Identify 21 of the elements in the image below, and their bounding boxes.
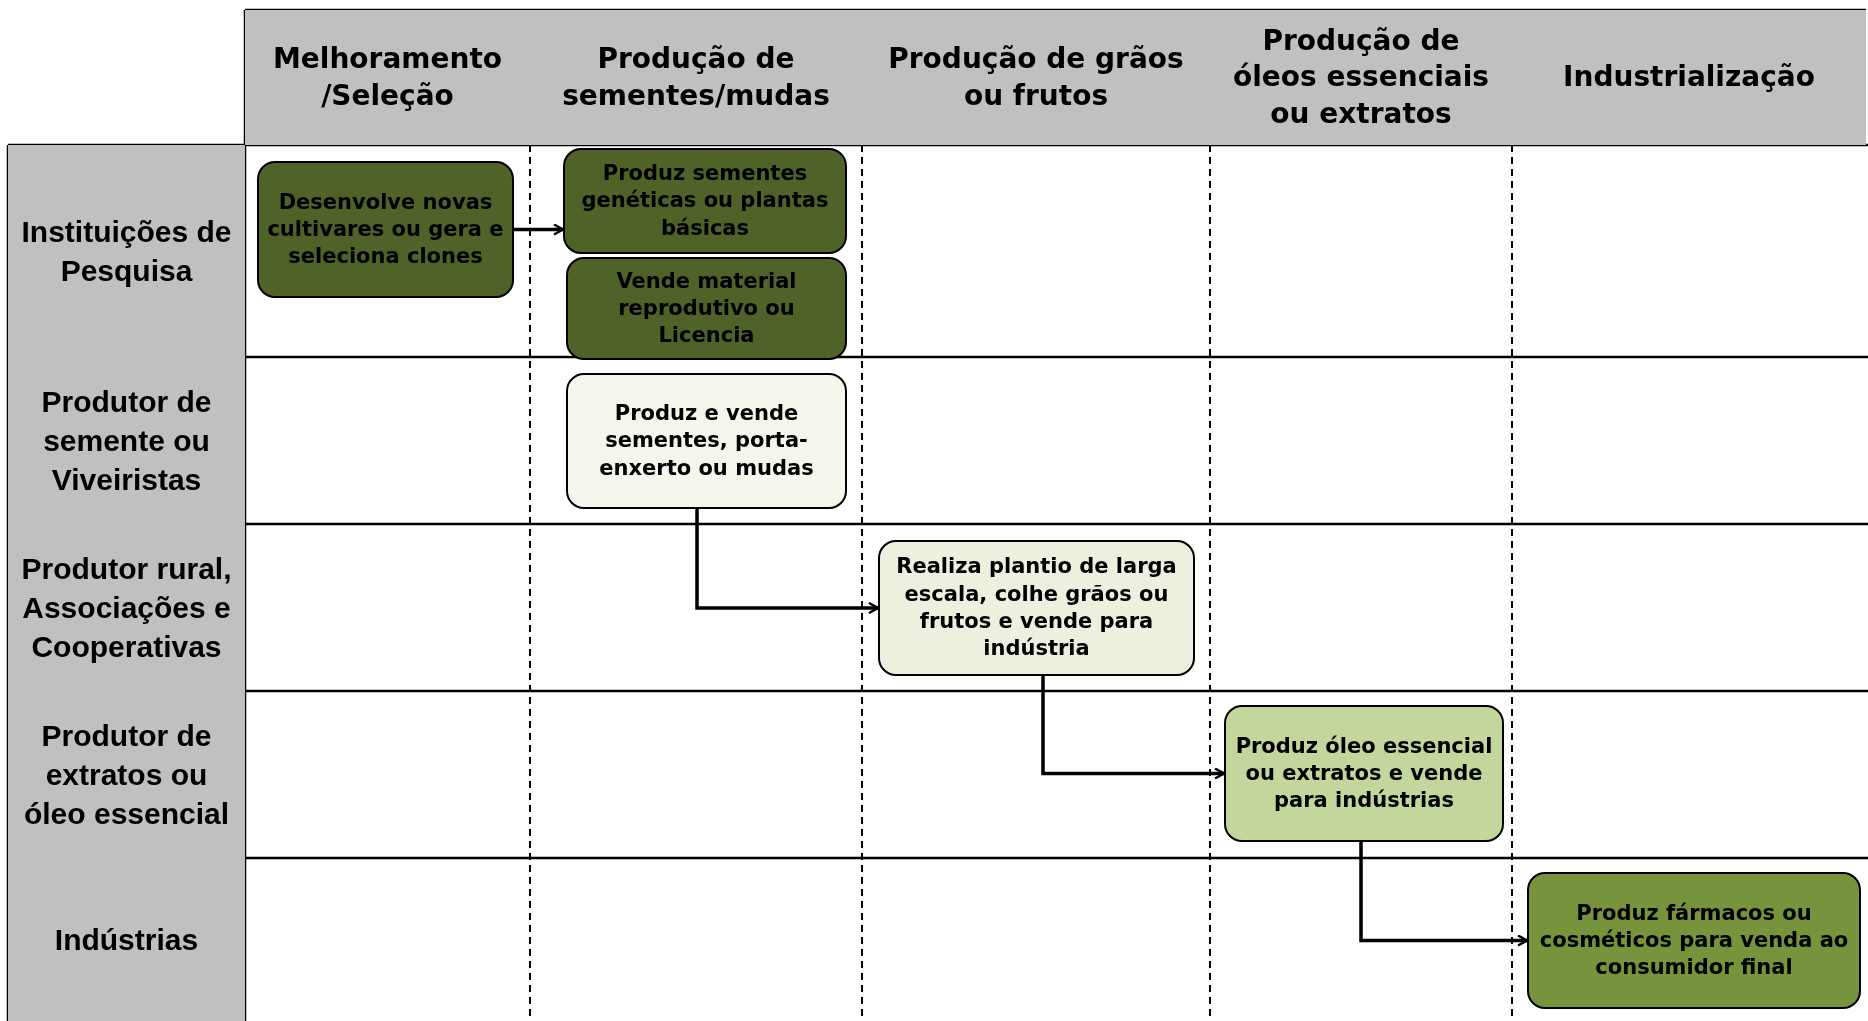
arrow [695,509,880,615]
row-header: Produtor de semente ou Viveiristas [8,357,245,524]
arrow [1359,842,1529,947]
process-box: Produz e vende sementes, porta-enxerto ou mudas [566,373,847,509]
column-header: Melhoramento /Seleção [245,10,530,145]
row-header: Instituições de Pesquisa [8,145,245,357]
process-box: Vende material reprodutivo ou Licencia [566,257,847,360]
row-header: Produtor de extratos ou óleo essencial [8,691,245,858]
process-box: Desenvolve novas cultivares ou gera e seleciona clones [257,161,514,298]
process-box: Realiza plantio de larga escala, colhe grãos ou frutos e vende para indústria [878,540,1195,676]
column-header: Industrialização [1512,10,1866,145]
row-header: Produtor rural, Associações e Cooperativas [8,524,245,691]
process-box: Produz óleo essencial ou extratos e vende para indústrias [1224,705,1504,842]
arrow [1041,676,1226,780]
arrow [514,223,565,236]
column-header: Produção de sementes/mudas [530,10,862,145]
column-header: Produção de grãos ou frutos [862,10,1210,145]
column-header: Produção de óleos essenciais ou extratos [1210,10,1512,145]
process-box: Produz sementes genéticas ou plantas básicas [563,148,847,254]
process-box: Produz fármacos ou cosméticos para venda ao consumidor final [1527,872,1861,1009]
row-header: Indústrias [8,858,245,1021]
